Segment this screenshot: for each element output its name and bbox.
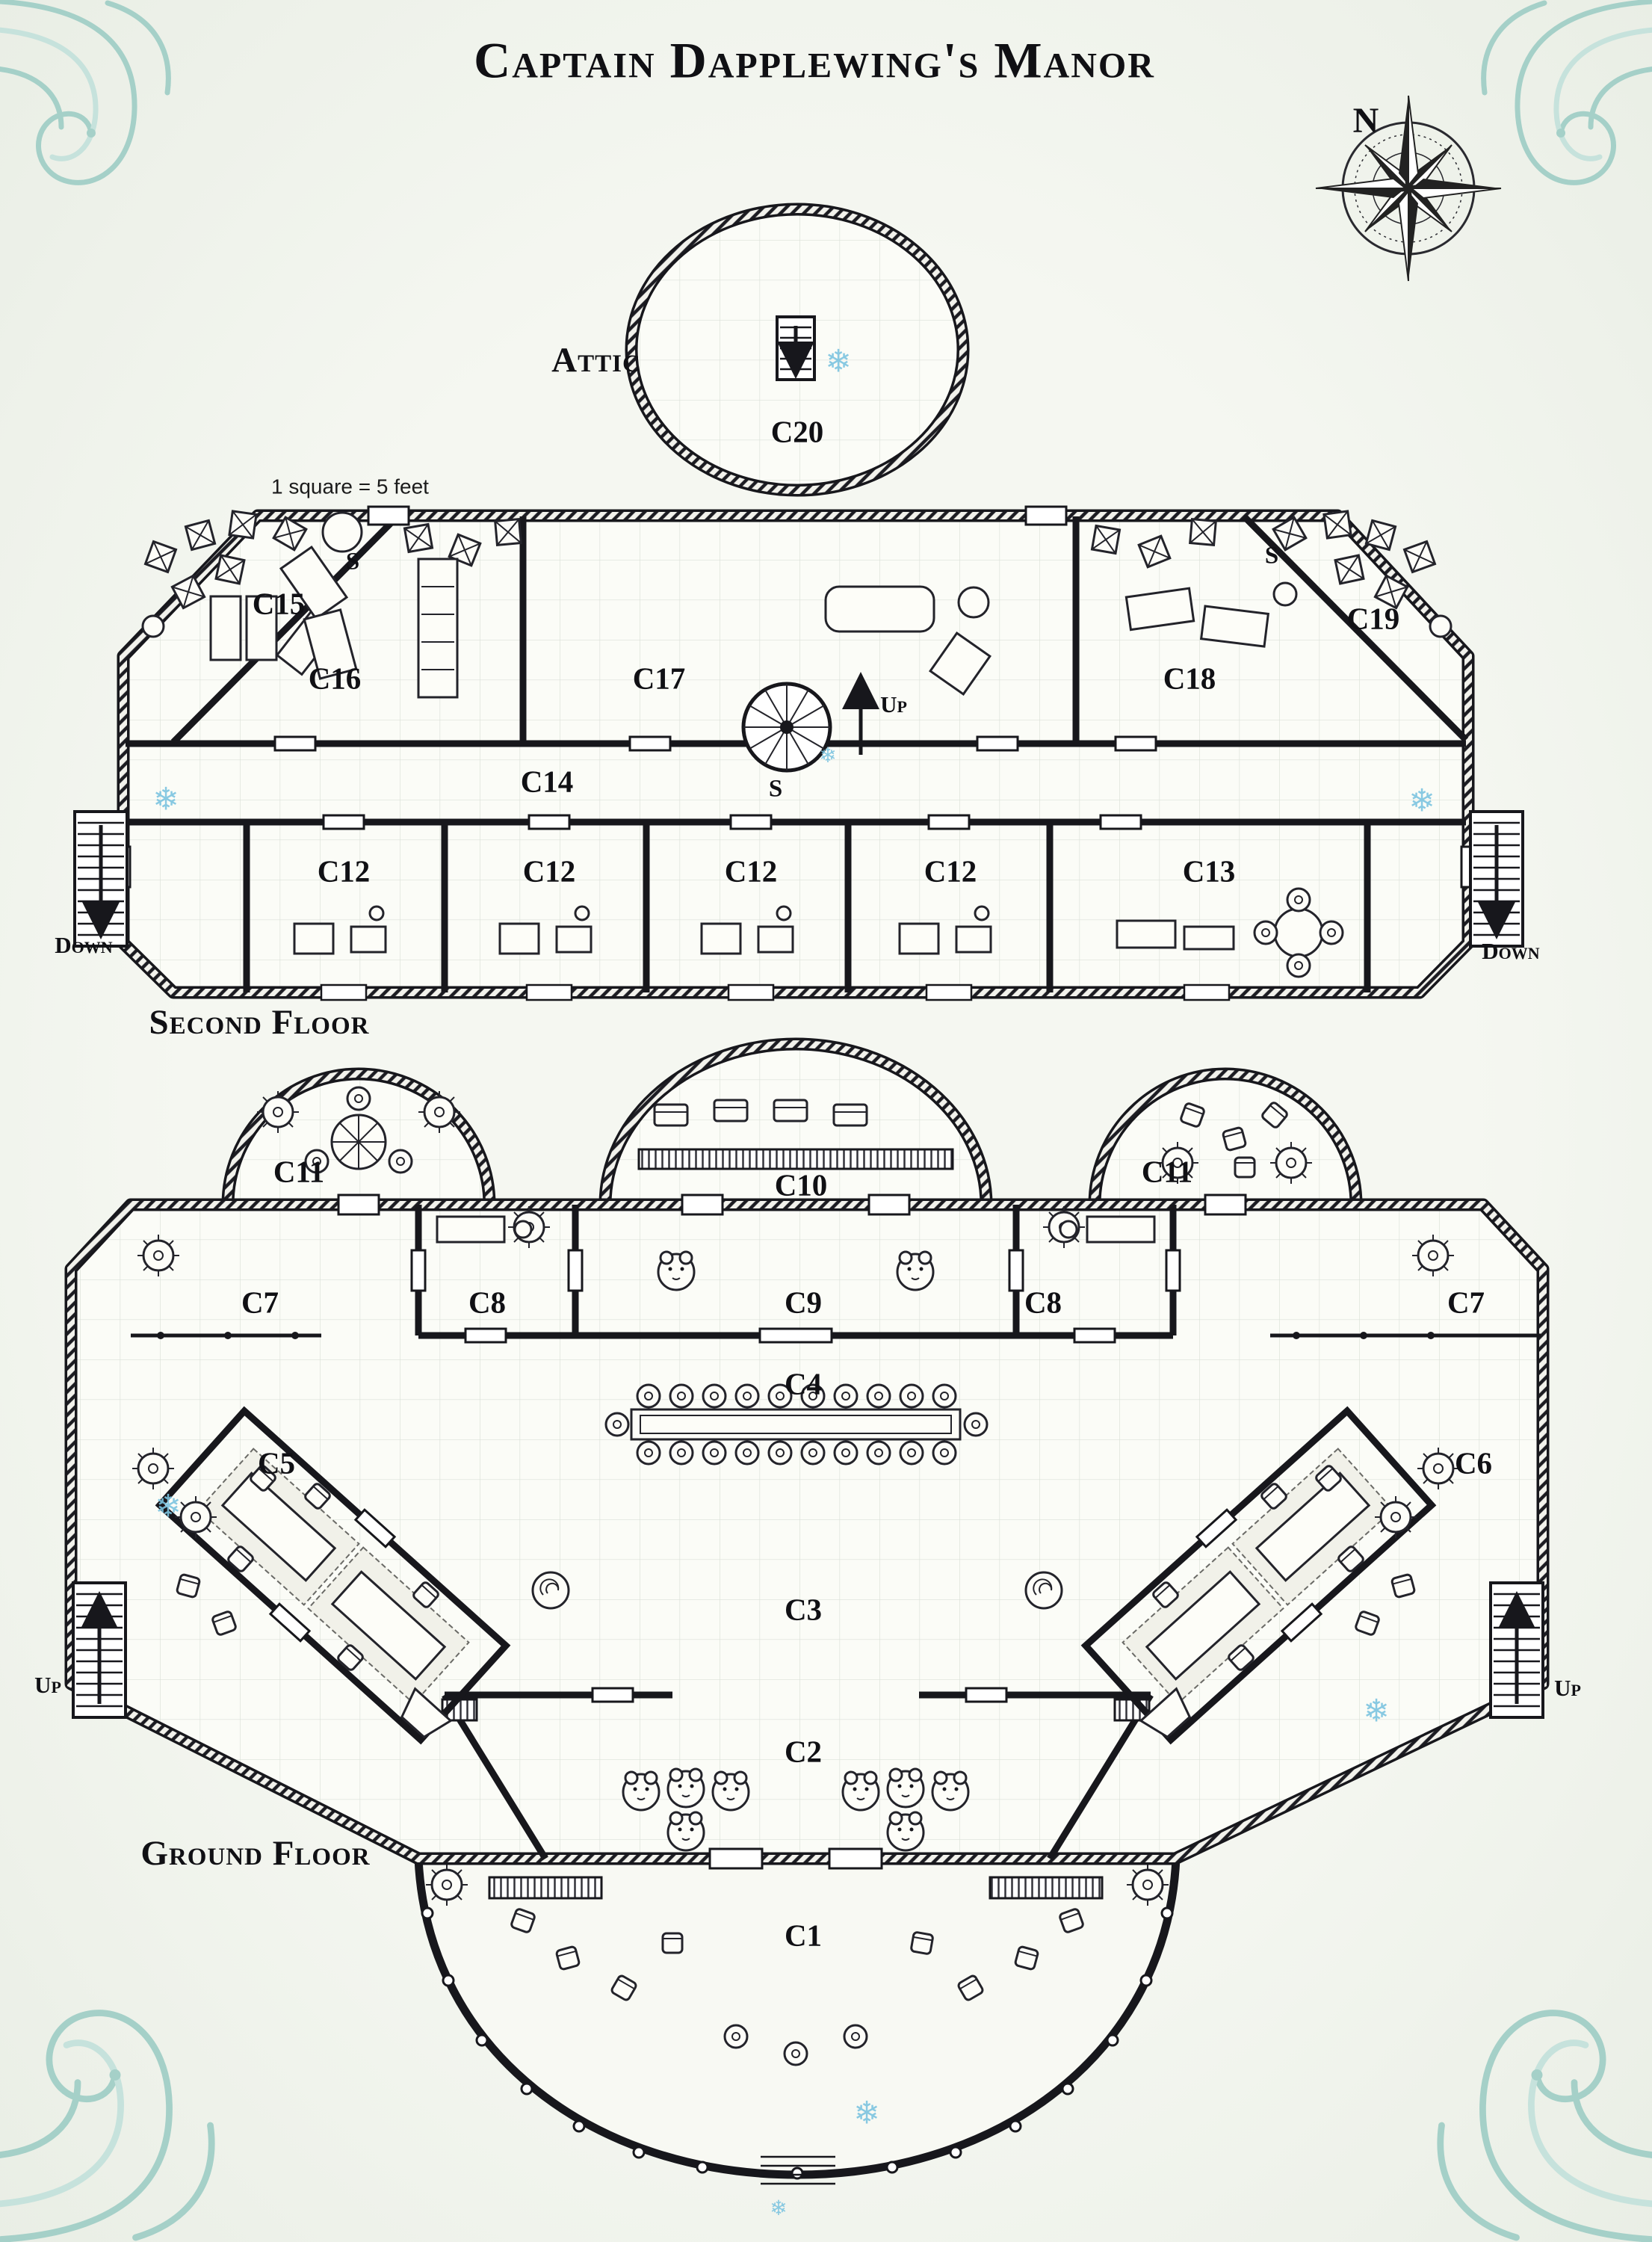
c18-furniture bbox=[1124, 581, 1298, 648]
room-label-c19: C19 bbox=[1347, 601, 1400, 635]
attic-floor: ❄ Attic C20 bbox=[551, 203, 970, 497]
stairs-down-left-label: Down bbox=[55, 932, 112, 958]
ground-floor-doors bbox=[337, 1193, 1247, 1870]
room-label-c7-left: C7 bbox=[241, 1285, 279, 1319]
room-label-c11-left: C11 bbox=[273, 1154, 324, 1188]
c19-crates bbox=[1090, 510, 1453, 638]
room-label-c18: C18 bbox=[1163, 661, 1216, 695]
room-label-c20: C20 bbox=[771, 414, 824, 448]
second-floor: C15 C16 C17 C18 C19 C14 C12 C12 C12 C12 … bbox=[55, 505, 1540, 1042]
snowflake-icon: ❄ bbox=[1363, 1693, 1389, 1729]
bedroom-walls bbox=[243, 822, 1371, 992]
attic-floor-label: Attic bbox=[551, 341, 641, 380]
c4-banquet-table bbox=[604, 1383, 989, 1466]
spiral-staircase bbox=[741, 682, 832, 773]
stairs-up-right-label: Up bbox=[1554, 1675, 1581, 1701]
snowflake-icon: ❄ bbox=[770, 2196, 787, 2220]
snowflake-icon: ❄ bbox=[152, 781, 179, 818]
room-label-c7-right: C7 bbox=[1447, 1285, 1485, 1319]
stairs-down-right-label: Down bbox=[1482, 938, 1539, 964]
c10-furniture bbox=[507, 1099, 1086, 1250]
stairs-down-left bbox=[73, 810, 129, 948]
room-label-c2: C2 bbox=[785, 1734, 822, 1768]
compass-north-label: N bbox=[1353, 101, 1379, 140]
railing-posts bbox=[157, 1332, 1435, 1339]
room-label-c8-right: C8 bbox=[1024, 1285, 1062, 1319]
snowflake-icon: ❄ bbox=[819, 743, 836, 768]
room-label-c5: C5 bbox=[258, 1445, 295, 1480]
room-label-c10: C10 bbox=[775, 1167, 828, 1202]
stairs-down-right bbox=[1469, 810, 1524, 948]
room-label-c16: C16 bbox=[309, 661, 362, 695]
room-label-c4: C4 bbox=[785, 1366, 822, 1401]
c15-crates bbox=[141, 510, 522, 638]
compass-rose: N bbox=[1315, 95, 1502, 282]
stair-up-label: Up bbox=[880, 691, 907, 717]
attic-stairs-down bbox=[776, 315, 816, 381]
room-label-c17: C17 bbox=[633, 661, 686, 695]
secret-door-left: S bbox=[346, 549, 359, 575]
room-label-c9: C9 bbox=[785, 1285, 822, 1319]
c13-furniture bbox=[1116, 887, 1344, 978]
room-label-c13: C13 bbox=[1183, 853, 1236, 888]
room-label-c3: C3 bbox=[785, 1592, 822, 1626]
scale-note: 1 square = 5 feet bbox=[271, 475, 429, 498]
c12-furniture bbox=[293, 905, 992, 955]
stairs-up-left bbox=[72, 1581, 127, 1719]
porch-furniture bbox=[424, 1862, 1170, 2066]
porch-steps bbox=[761, 2155, 835, 2185]
stairs-up-left-label: Up bbox=[34, 1672, 61, 1698]
ground-floor-label: Ground Floor bbox=[140, 1834, 370, 1873]
snowflake-icon: ❄ bbox=[1408, 782, 1435, 819]
room-label-c12-1: C12 bbox=[318, 853, 371, 888]
snowflake-icon: ❄ bbox=[825, 343, 851, 380]
room-c5-structure bbox=[155, 1406, 511, 1745]
c2-walls bbox=[442, 1691, 1154, 1861]
second-floor-label: Second Floor bbox=[149, 1003, 370, 1042]
room-label-c15: C15 bbox=[253, 586, 306, 620]
room-label-c8-left: C8 bbox=[468, 1285, 506, 1319]
secret-stair-marker: S bbox=[769, 776, 782, 803]
room-label-c12-3: C12 bbox=[725, 853, 778, 888]
c11-left-furniture bbox=[256, 1086, 462, 1174]
ground-floor: C11 C10 C11 C7 C8 C9 C8 C7 C4 C5 C6 C3 C… bbox=[34, 1037, 1581, 2220]
upper-room-walls bbox=[519, 516, 1080, 744]
room-label-c6: C6 bbox=[1455, 1445, 1492, 1480]
stairs-up-right bbox=[1489, 1581, 1544, 1719]
room-label-c11-right: C11 bbox=[1142, 1154, 1192, 1188]
room-label-c12-2: C12 bbox=[523, 853, 576, 888]
page-title: Captain Dapplewing's Manor bbox=[474, 32, 1155, 89]
c17-furniture bbox=[279, 511, 991, 699]
room-label-c12-4: C12 bbox=[924, 853, 977, 888]
snowflake-icon: ❄ bbox=[853, 2095, 879, 2131]
c15-c16-wall bbox=[170, 513, 400, 745]
c18-c19-wall bbox=[1241, 513, 1469, 743]
room-label-c1: C1 bbox=[785, 1918, 822, 1952]
room-label-c14: C14 bbox=[521, 764, 574, 798]
snowflake-icon: ❄ bbox=[155, 1488, 181, 1525]
secret-door-right: S bbox=[1265, 543, 1278, 569]
c8-furniture bbox=[436, 1215, 1156, 1244]
porch-columns bbox=[421, 1906, 1174, 2180]
